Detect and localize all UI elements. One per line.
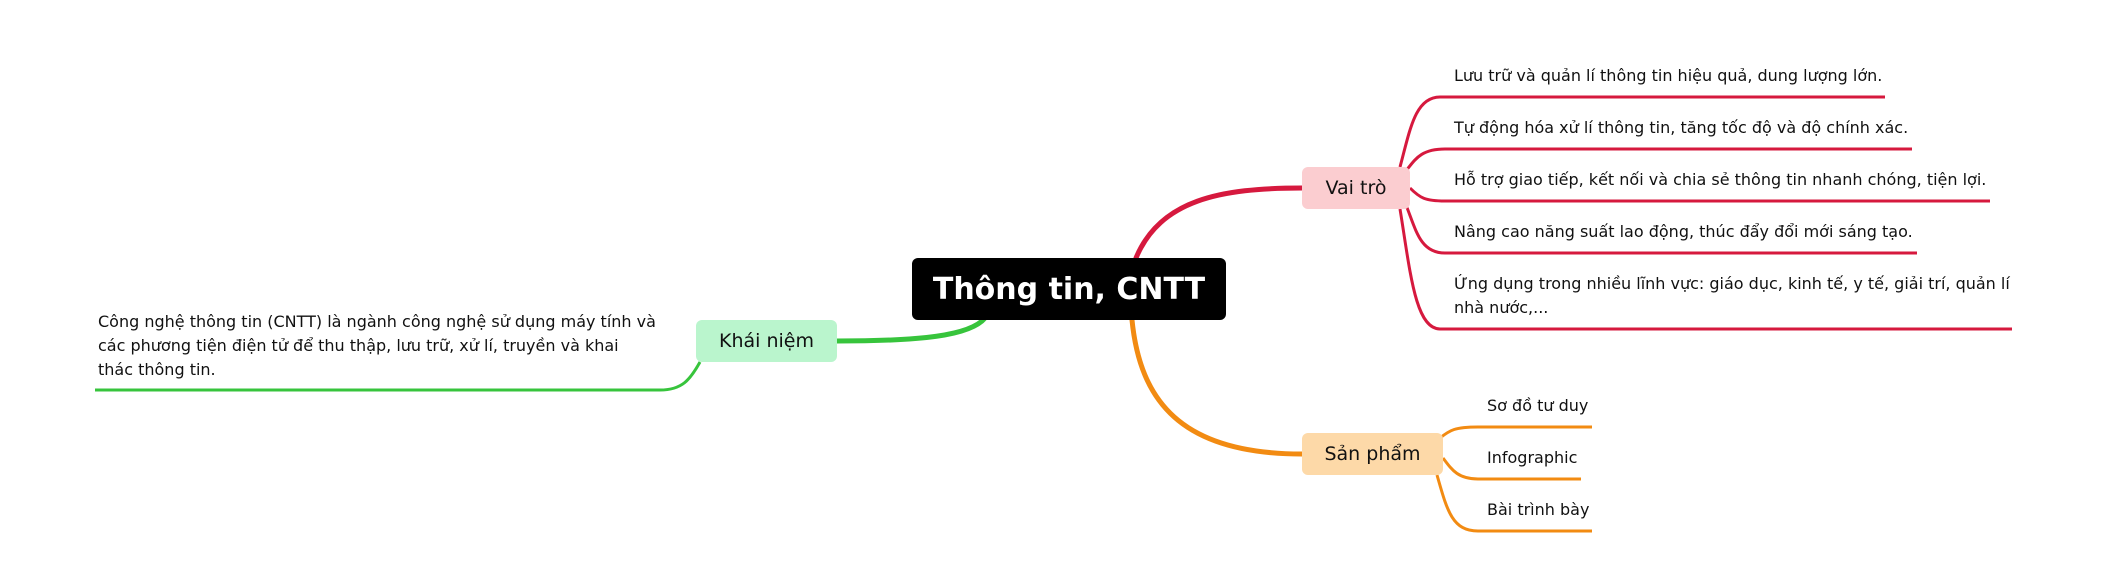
leaf-sanpham-3[interactable]: Bài trình bày [1487, 500, 1590, 519]
leaf-line-sanpham-2 [1441, 457, 1581, 481]
branch-khai-niem[interactable]: Khái niệm [696, 320, 837, 362]
leaf-vaitro-4[interactable]: Nâng cao năng suất lao động, thúc đẩy đổ… [1454, 222, 1913, 241]
central-topic[interactable]: Thông tin, CNTT [912, 258, 1226, 320]
connector-vaitro [1133, 185, 1305, 261]
leaf-khainiem-1[interactable]: Công nghệ thông tin (CNTT) là ngành công… [98, 312, 656, 379]
leaf-sanpham-1[interactable]: Sơ đồ tư duy [1487, 396, 1589, 415]
connector-khainiem [834, 315, 988, 344]
leaf-line-vaitro-1 [1398, 95, 1885, 168]
leaf-vaitro-1[interactable]: Lưu trữ và quản lí thông tin hiệu quả, d… [1454, 66, 1883, 85]
leaf-line-sanpham-1 [1439, 425, 1592, 440]
leaf-line-sanpham-3 [1435, 474, 1592, 533]
leaf-line-vaitro-4 [1404, 204, 1917, 255]
connector-sanpham [1129, 317, 1305, 457]
leaf-vaitro-5[interactable]: Ứng dụng trong nhiều lĩnh vực: giáo dục,… [1454, 274, 2010, 317]
leaf-vaitro-3[interactable]: Hỗ trợ giao tiếp, kết nối và chia sẻ thô… [1454, 170, 1987, 189]
leaf-line-vaitro-5 [1398, 208, 2012, 331]
leaf-line-khainiem-1 [95, 361, 702, 392]
leaf-vaitro-2[interactable]: Tự động hóa xử lí thông tin, tăng tốc độ… [1454, 118, 1909, 137]
leaf-line-vaitro-3 [1408, 186, 1990, 203]
branch-san-pham[interactable]: Sản phẩm [1302, 433, 1443, 475]
leaf-sanpham-2[interactable]: Infographic [1487, 448, 1578, 467]
branch-vai-tro[interactable]: Vai trò [1302, 167, 1410, 209]
